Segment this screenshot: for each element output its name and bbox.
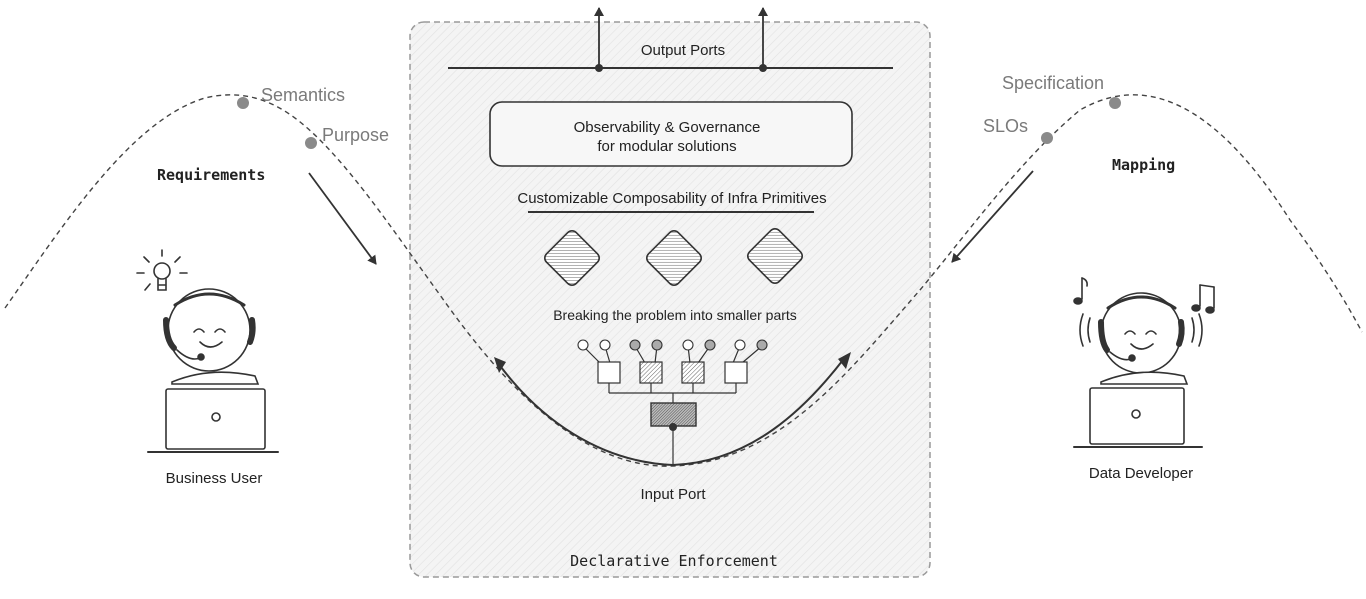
music-note-icon [1073,277,1088,305]
requirements-heading: Requirements [157,166,265,184]
lightbulb-icon [136,249,188,291]
breaking-label: Breaking the problem into smaller parts [553,307,797,323]
primitive-diamond-2 [645,229,703,287]
specification-dot [1109,97,1121,109]
mapping-heading: Mapping [1112,156,1175,174]
leaf-node [599,339,611,351]
declarative-enforcement-label: Declarative Enforcement [570,552,778,570]
data-developer-label: Data Developer [1089,465,1193,482]
leaf-node [651,339,663,351]
specification-label: Specification [1002,73,1104,93]
output-node-1 [595,64,603,72]
primitive-diamond-3 [746,227,804,285]
output-ports-label: Output Ports [641,42,725,59]
purpose-dot [305,137,317,149]
music-notes-icon [1191,284,1215,314]
leaf-node [756,339,768,351]
leaf-node [577,339,589,351]
u-curve-left [497,362,674,466]
business-user-label: Business User [166,470,263,487]
u-curve-arrow-left [494,357,506,373]
u-curve-right [672,355,847,466]
composability-label: Customizable Composability of Infra Prim… [517,190,826,207]
requirements-arrow [308,172,377,265]
sub-component-box-1 [597,361,621,384]
root-component-box [650,402,697,427]
output-node-2 [759,64,767,72]
sub-component-box-3 [681,361,705,384]
data-developer-figure [1073,277,1215,448]
input-port-label: Input Port [640,486,706,503]
semantics-dot [237,97,249,109]
governance-line-2: for modular solutions [597,138,736,155]
leaf-node [682,339,694,351]
root-node [669,423,677,431]
governance-box [489,101,853,167]
mapping-arrow [951,170,1034,263]
slos-label: SLOs [983,116,1028,136]
sub-component-box-4 [724,361,748,384]
leaf-node [734,339,746,351]
leaf-node [704,339,716,351]
governance-line-1: Observability & Governance [574,119,761,136]
u-curve-arrow-right [838,352,851,369]
business-user-figure [136,249,279,453]
tree-leaves [577,339,768,351]
purpose-label: Purpose [322,125,389,145]
leaf-node [629,339,641,351]
sub-component-box-2 [639,361,663,384]
semantics-label: Semantics [261,85,345,105]
slos-dot [1041,132,1053,144]
primitive-diamond-1 [543,229,601,287]
